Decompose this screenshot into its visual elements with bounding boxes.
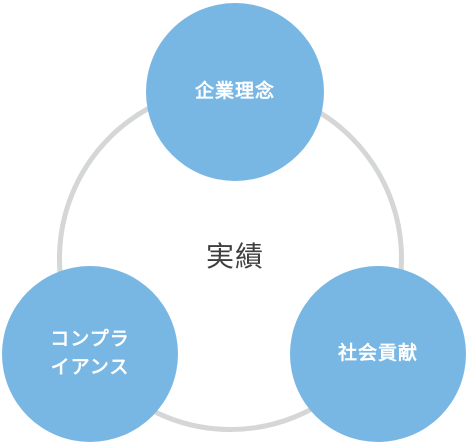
node-social-contribution-label: 社会貢献 — [337, 342, 418, 365]
node-corporate-philosophy: 企業理念 — [146, 3, 324, 181]
node-compliance-line-1: コンプラ — [50, 328, 130, 351]
node-social-contribution: 社会貢献 — [290, 266, 466, 442]
node-corporate-philosophy-label: 企業理念 — [194, 80, 275, 103]
node-compliance-line-2: イアンス — [50, 356, 130, 378]
node-compliance-text: コンプラ イアンス — [50, 326, 129, 381]
center-label: 実績 — [205, 240, 264, 273]
node-compliance: コンプラ イアンス — [2, 266, 178, 442]
